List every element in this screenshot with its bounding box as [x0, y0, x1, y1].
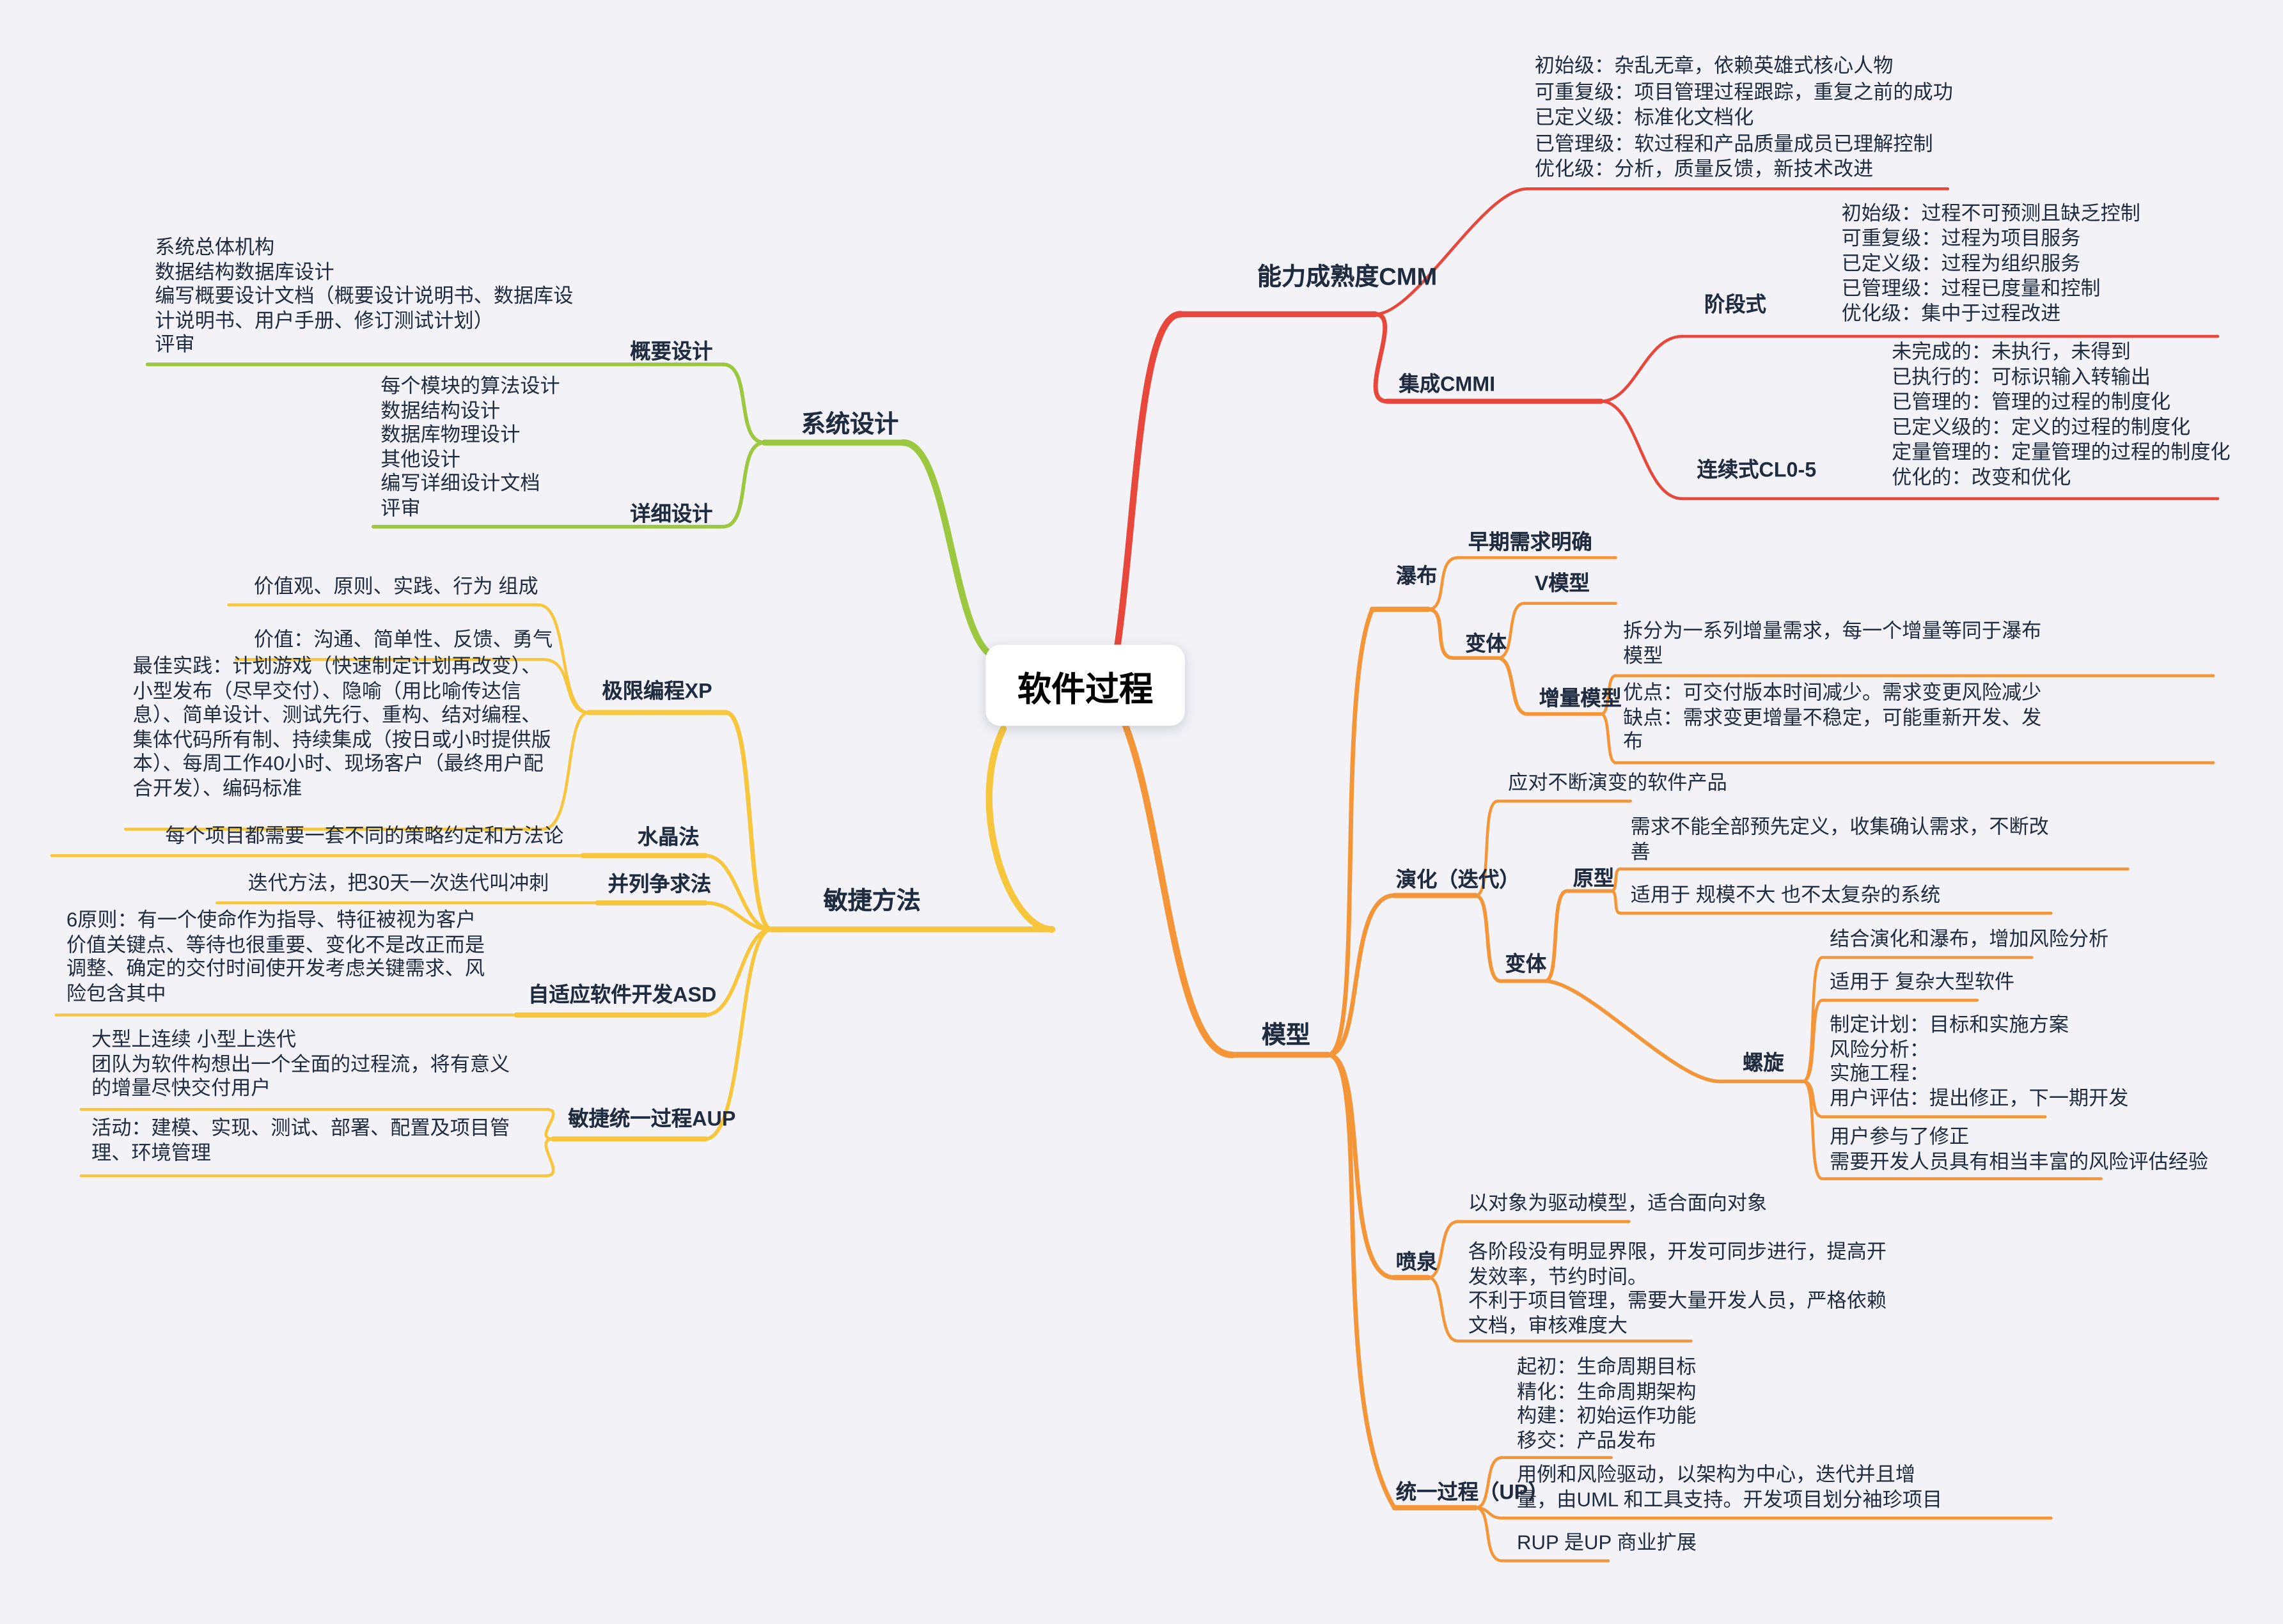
node-waterfall-early-requirements[interactable]: 早期需求明确 [1468, 529, 1592, 554]
node-xp[interactable]: 极限编程XP [602, 678, 712, 703]
note-scrum[interactable]: 迭代方法，把30天一次迭代叫冲刺 [247, 871, 549, 894]
note-xp-best-practices[interactable]: 最佳实践：计划游戏（快速制定计划再改变）、 小型发布（尽早交付）、隐喻（用比喻传… [132, 655, 551, 799]
node-waterfall-variant[interactable]: 变体 [1465, 631, 1507, 655]
note-crystal[interactable]: 每个项目都需要一套不同的策略约定和方法论 [165, 824, 564, 847]
branch-models[interactable]: 模型 [1261, 1022, 1310, 1049]
note-spiral-scope[interactable]: 适用于 复杂大型软件 [1830, 971, 2015, 993]
branch-agile-methods[interactable]: 敏捷方法 [823, 888, 921, 915]
note-spiral-users[interactable]: 用户参与了修正 需要开发人员具有相当丰富的风险评估经验 [1830, 1125, 2209, 1173]
note-incremental-pros-cons[interactable]: 优点：可交付版本时间减少。需求变更风险减少 缺点：需求变更增量不稳定，可能重新开… [1623, 682, 2042, 753]
note-up-phases[interactable]: 起初：生命周期目标 精化：生命周期架构 构建：初始运作功能 移交：产品发布 [1517, 1355, 1697, 1451]
node-aup[interactable]: 敏捷统一过程AUP [568, 1106, 736, 1130]
node-cmmi-staged[interactable]: 阶段式 [1704, 292, 1766, 316]
node-evolution-variant[interactable]: 变体 [1505, 951, 1547, 976]
node-outline-design[interactable]: 概要设计 [630, 339, 713, 363]
node-crystal[interactable]: 水晶法 [637, 824, 700, 848]
central-topic[interactable]: 软件过程 [985, 644, 1185, 726]
note-asd-principles[interactable]: 6原则：有一个使命作为指导、特征被视为客户 价值关键点、等待也很重要、变化不是改… [66, 909, 485, 1004]
node-cmmi-continuous[interactable]: 连续式CL0-5 [1697, 457, 1817, 481]
note-up-rup[interactable]: RUP 是UP 商业扩展 [1517, 1531, 1697, 1554]
note-up-desc[interactable]: 用例和风险驱动，以架构为中心，迭代并且增 量，由UML 和工具支持。开发项目划分… [1517, 1463, 1943, 1510]
note-prototype-scope[interactable]: 适用于 规模不大 也不太复杂的系统 [1630, 884, 1941, 906]
note-fountain-pros-cons[interactable]: 各阶段没有明显界限，开发可同步进行，提高开 发效率，节约时间。 不利于项目管理，… [1468, 1240, 1887, 1336]
note-prototype-desc[interactable]: 需求不能全部预先定义，收集确认需求，不断改 善 [1630, 815, 2049, 863]
note-cmmi-staged[interactable]: 初始级：过程不可预测且缺乏控制 可重复级：过程为项目服务 已定义级：过程为组织服… [1841, 202, 2140, 325]
node-prototype[interactable]: 原型 [1573, 866, 1615, 890]
note-spiral-steps[interactable]: 制定计划：目标和实施方案 风险分析： 实施工程： 用户评估：提出修正，下一期开发 [1830, 1013, 2129, 1109]
node-asd[interactable]: 自适应软件开发ASD [528, 982, 717, 1006]
node-v-model[interactable]: V模型 [1534, 570, 1590, 595]
note-cmm-levels[interactable]: 初始级：杂乱无章，依赖英雄式核心人物 可重复级：项目管理过程跟踪，重复之前的成功… [1534, 54, 1953, 180]
note-evolution[interactable]: 应对不断演变的软件产品 [1508, 771, 1727, 794]
note-outline-design[interactable]: 系统总体机构 数据结构数据库设计 编写概要设计文档（概要设计说明书、数据库设 计… [155, 236, 574, 356]
node-evolution[interactable]: 演化（迭代） [1395, 867, 1520, 891]
branch-system-design[interactable]: 系统设计 [801, 411, 899, 439]
note-detail-design[interactable]: 每个模块的算法设计 数据结构设计 数据库物理设计 其他设计 编写详细设计文档 评… [380, 375, 560, 519]
note-aup-activities[interactable]: 活动：建模、实现、测试、部署、配置及项目管 理、环境管理 [91, 1116, 510, 1164]
node-fountain[interactable]: 喷泉 [1395, 1249, 1438, 1274]
note-fountain-desc[interactable]: 以对象为驱动模型，适合面向对象 [1468, 1192, 1768, 1214]
node-detail-design[interactable]: 详细设计 [630, 501, 713, 526]
node-waterfall[interactable]: 瀑布 [1395, 563, 1438, 588]
note-cmmi-continuous[interactable]: 未完成的：未执行，未得到 已执行的：可标识输入转输出 已管理的：管理的过程的制度… [1892, 341, 2231, 488]
branch-cmm[interactable]: 能力成熟度CMM [1257, 264, 1438, 291]
node-incremental[interactable]: 增量模型 [1539, 685, 1622, 710]
note-aup-iteration[interactable]: 大型上连续 小型上迭代 团队为软件构想出一个全面的过程流，将有意义 的增量尽快交… [91, 1028, 510, 1100]
node-scrum[interactable]: 并列争求法 [608, 871, 712, 896]
note-xp-values[interactable]: 价值：沟通、简单性、反馈、勇气 [253, 628, 553, 651]
note-xp-composition[interactable]: 价值观、原则、实践、行为 组成 [253, 575, 538, 598]
node-cmmi[interactable]: 集成CMMI [1399, 371, 1496, 396]
note-incremental-desc[interactable]: 拆分为一系列增量需求，每一个增量等同于瀑布 模型 [1623, 620, 2042, 666]
note-spiral-desc[interactable]: 结合演化和瀑布，增加风险分析 [1830, 928, 2109, 950]
node-unified-process[interactable]: 统一过程（UP） [1395, 1480, 1549, 1504]
node-spiral[interactable]: 螺旋 [1743, 1050, 1784, 1074]
